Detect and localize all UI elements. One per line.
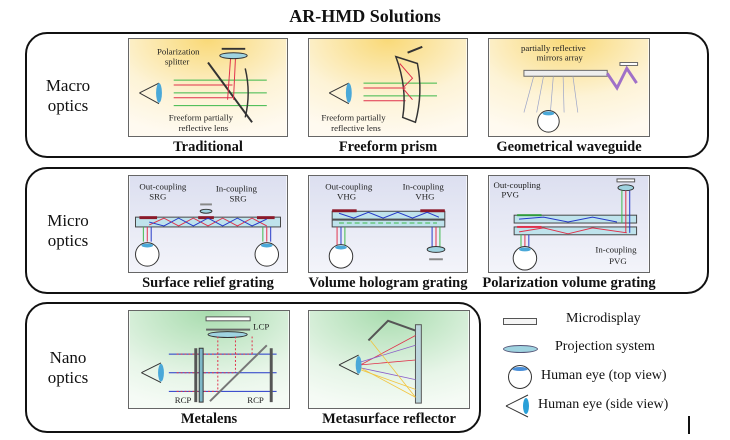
svg-text:Out-coupling: Out-coupling	[139, 182, 187, 192]
svg-text:RCP: RCP	[247, 395, 264, 405]
svg-text:SRG: SRG	[149, 192, 167, 202]
svg-text:In-coupling: In-coupling	[595, 244, 637, 254]
svg-text:mirrors array: mirrors array	[537, 53, 584, 63]
svg-text:PVG: PVG	[501, 190, 519, 200]
microdisplay-icon	[503, 318, 537, 325]
svg-text:In-coupling: In-coupling	[216, 184, 258, 194]
human-eye-top-view-icon	[508, 365, 532, 389]
svg-text:LCP: LCP	[253, 322, 269, 332]
nano-optics-panel	[25, 302, 481, 433]
legend-microdisplay: Microdisplay	[566, 311, 641, 326]
legend-human-eye-side-view: Human eye (side view)	[538, 397, 669, 412]
svg-text:Out-coupling: Out-coupling	[325, 182, 373, 192]
svg-text:reflective lens: reflective lens	[331, 123, 381, 133]
projection-system-icon	[503, 345, 538, 353]
svg-text:Freeform partially: Freeform partially	[321, 112, 386, 122]
svg-text:partially reflective: partially reflective	[521, 43, 586, 53]
svg-text:splitter: splitter	[165, 56, 190, 66]
caption-geometrical-waveguide: Geometrical waveguide	[496, 139, 642, 155]
svg-text:PVG: PVG	[609, 256, 627, 266]
macro-optics-panel	[25, 32, 709, 158]
svg-text:reflective lens: reflective lens	[179, 123, 229, 133]
svg-text:SRG: SRG	[230, 193, 248, 203]
caption-freeform-prism: Freeform prism	[338, 139, 438, 155]
caption-traditional: Traditional	[173, 139, 243, 155]
metalens-diagram: LCP RCP RCP	[128, 310, 290, 409]
svg-text:Out-coupling: Out-coupling	[494, 180, 542, 190]
legend-human-eye-top-view: Human eye (top view)	[541, 368, 667, 383]
diagram-title: AR-HMD Solutions	[289, 6, 441, 26]
human-eye-side-view-icon	[505, 394, 529, 418]
svg-text:VHG: VHG	[415, 192, 435, 202]
caption-surface-relief-grating: Surface relief grating	[142, 275, 274, 291]
caption-metalens: Metalens	[180, 411, 238, 427]
svg-text:RCP: RCP	[175, 395, 192, 405]
metasurface-reflector-diagram	[308, 310, 470, 409]
svg-text:In-coupling: In-coupling	[403, 182, 445, 192]
svg-text:VHG: VHG	[337, 192, 357, 202]
micro-optics-panel	[25, 167, 709, 294]
svg-text:Freeform partially: Freeform partially	[169, 112, 234, 122]
caption-polarization-volume-grating: Polarization volume grating	[482, 275, 656, 291]
caption-metasurface-reflector: Metasurface reflector	[322, 411, 456, 427]
legend-projection-system: Projection system	[555, 339, 655, 354]
caption-volume-hologram-grating: Volume hologram grating	[308, 275, 468, 291]
svg-text:Polarization: Polarization	[157, 47, 200, 57]
text-cursor	[688, 416, 690, 434]
